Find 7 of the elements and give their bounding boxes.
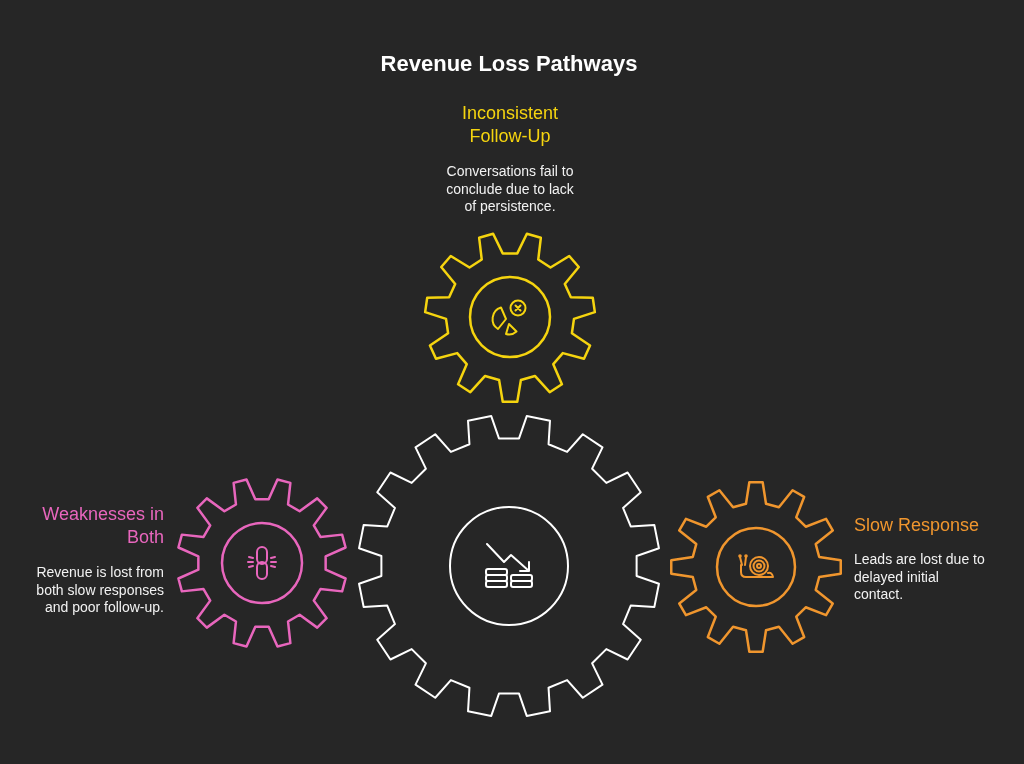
gear-description: Conversations fail to conclude due to lack of persistence.	[445, 163, 575, 216]
gear-heading: Slow Response	[854, 514, 980, 537]
diagram-title: Revenue Loss Pathways	[380, 50, 638, 78]
gear-heading: Inconsistent Follow-Up	[460, 102, 560, 148]
gear-description: Leads are lost due to delayed initial contact.	[854, 551, 986, 604]
gear-description: Revenue is lost from both slow responses and poor follow-up.	[35, 564, 164, 617]
gear-heading: Weaknesses in Both	[41, 503, 164, 549]
